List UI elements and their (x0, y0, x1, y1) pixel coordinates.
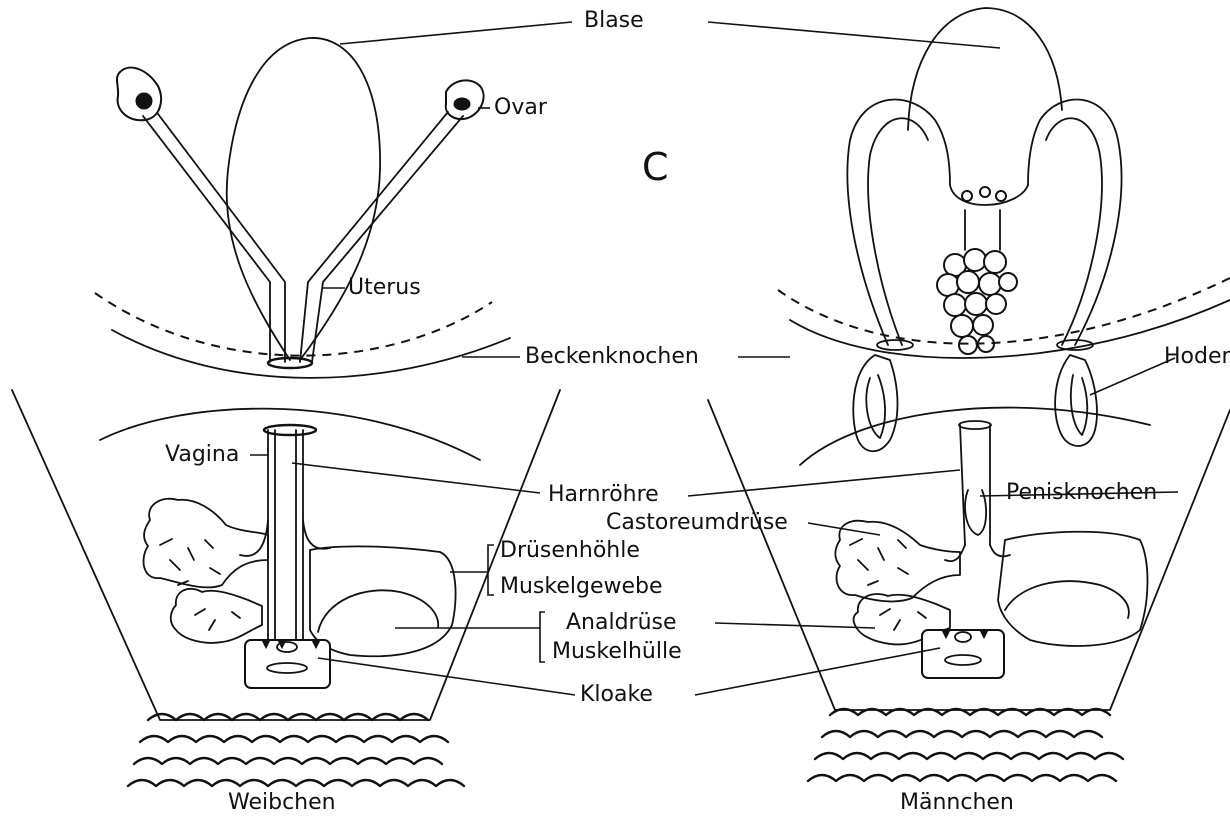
male-castoreum-gland-upper (835, 521, 960, 602)
panel-letter: C (642, 148, 669, 186)
male-right-loop-inner (1046, 118, 1102, 345)
female-uterus-right-horn-inner (312, 116, 463, 362)
female-cloaca (245, 640, 330, 688)
female-ovary-right-dot (454, 98, 470, 110)
label-castoreumdruese: Castoreumdrüse (606, 512, 788, 534)
male-vesicle-knobs (962, 187, 1006, 201)
female-junction (240, 520, 330, 556)
caption-weibchen: Weibchen (228, 792, 336, 814)
female-tail-scales (128, 714, 464, 786)
female-gland-texture (160, 539, 240, 630)
female-pelvis-dashed (95, 293, 492, 356)
label-druesenhoehle: Drüsenhöhle (500, 540, 640, 562)
label-hoden: Hoden (1164, 346, 1230, 368)
male-left-loop-inner (868, 118, 928, 345)
female-anatomy (12, 38, 560, 786)
female-ovary-left-dot (136, 93, 152, 109)
male-muscle-hull (1005, 581, 1129, 618)
male-penis-tube (960, 425, 990, 545)
label-kloake: Kloake (580, 684, 653, 706)
male-junction (945, 545, 1010, 561)
label-analdruese: Analdrüse (566, 612, 677, 634)
male-duct (965, 210, 1000, 250)
male-testis-left (853, 355, 897, 451)
female-ovary-left (117, 68, 161, 121)
label-harnroehre: Harnröhre (548, 484, 659, 506)
label-beckenknochen: Beckenknochen (525, 346, 699, 368)
male-anatomy (708, 8, 1230, 781)
female-uterus-left-horn (143, 116, 270, 362)
female-uterus-right-horn (300, 112, 448, 362)
female-uterus-left-horn-inner (158, 114, 285, 362)
male-testis-right-inner (1071, 375, 1087, 435)
male-cloaca (922, 630, 1004, 678)
male-tail-scales (808, 709, 1123, 781)
male-anal-gland (998, 532, 1148, 646)
caption-maennchen: Männchen (900, 792, 1014, 814)
female-bladder (227, 38, 380, 360)
label-muskelhuelle: Muskelhülle (552, 641, 682, 663)
male-testis-left-inner (866, 375, 885, 438)
female-muscle-hull (318, 590, 438, 632)
label-uterus: Uterus (348, 277, 421, 299)
female-castoreum-gland-lower (171, 589, 262, 643)
female-pelvis-solid (112, 330, 510, 378)
male-pelvic-opening-left (877, 340, 913, 350)
label-muskelgewebe: Muskelgewebe (500, 576, 663, 598)
label-vagina: Vagina (165, 444, 239, 466)
male-bladder (908, 8, 1062, 130)
label-ovar: Ovar (494, 97, 547, 119)
male-prostate-cluster (937, 249, 1017, 354)
female-anal-gland (310, 546, 456, 656)
male-penis-bone (965, 490, 986, 535)
label-blase: Blase (584, 10, 644, 32)
male-left-loop (847, 100, 950, 345)
male-testis-right (1055, 355, 1097, 446)
male-gland-texture (850, 539, 926, 630)
male-right-loop (1028, 100, 1121, 345)
label-penisknochen: Penisknochen (1006, 482, 1157, 504)
male-penis-top (959, 421, 991, 429)
female-vagina-top (264, 425, 316, 435)
